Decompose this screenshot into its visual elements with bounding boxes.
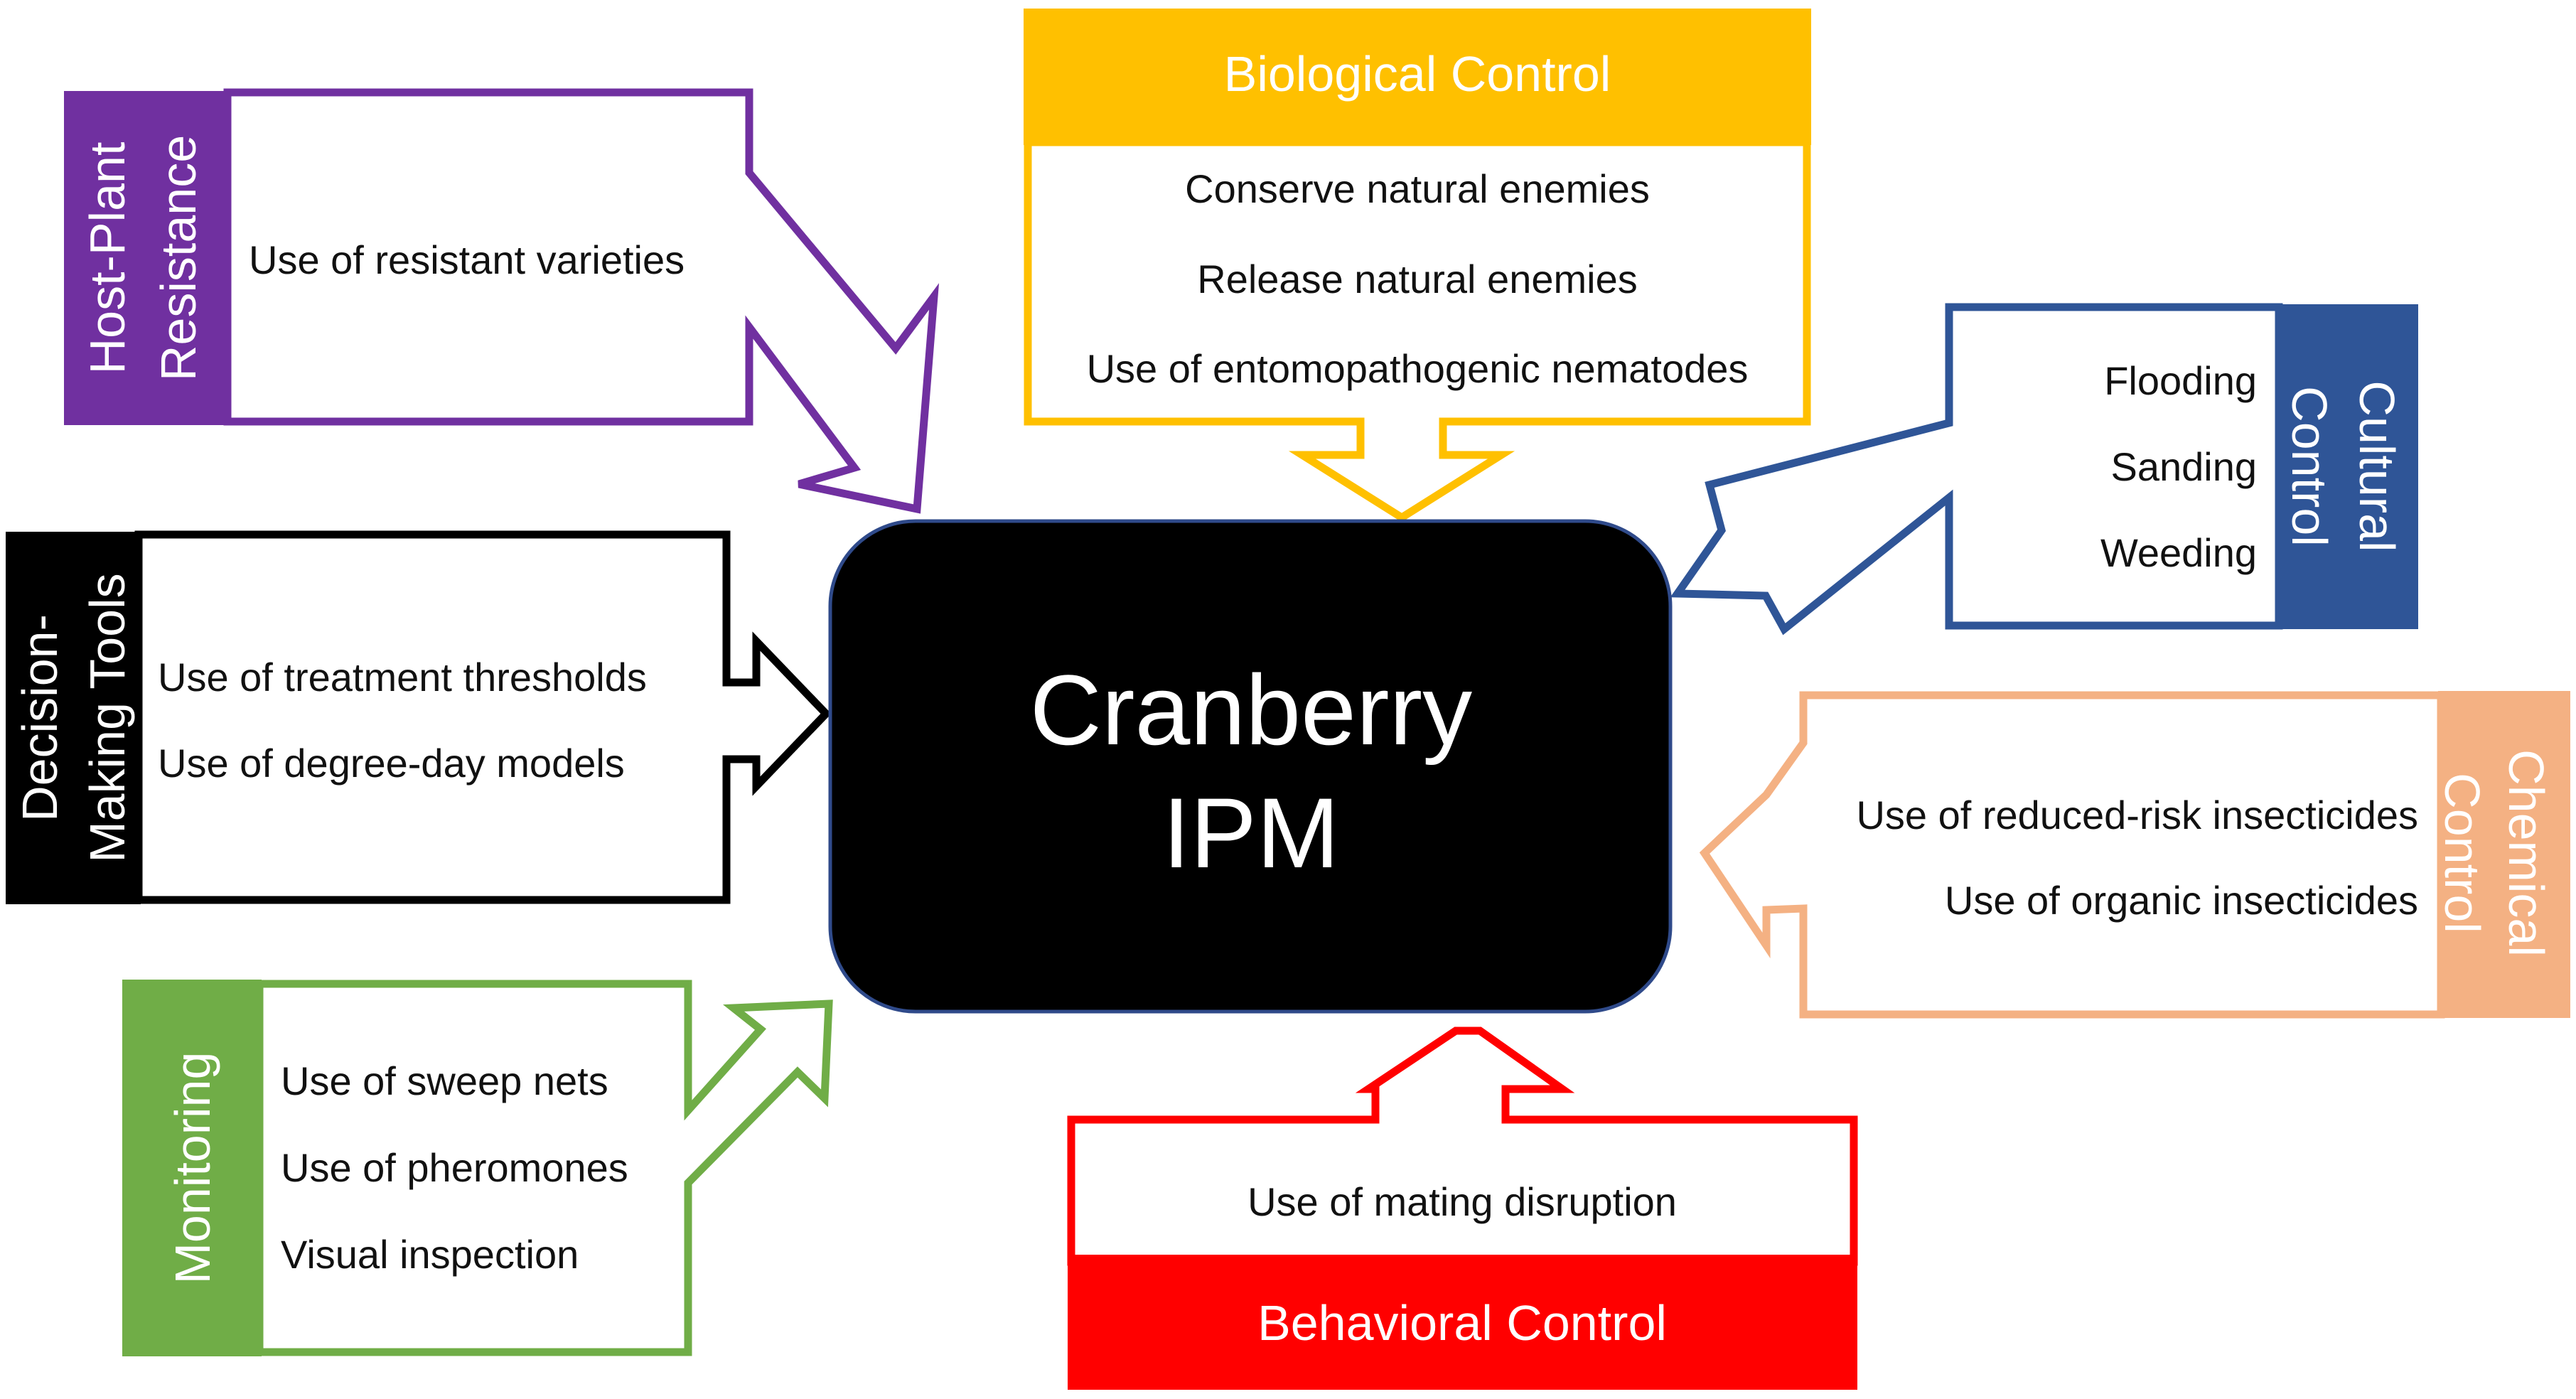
- chemical-item-1: Use of reduced-risk insecticides: [1856, 793, 2418, 837]
- behavioral-arrow: [1071, 1091, 1375, 1120]
- host-plant-title-line2: Resistance: [151, 135, 206, 381]
- behavioral-title-band: [1068, 1255, 1857, 1390]
- host-plant-title-line1: Host-Plant: [80, 142, 135, 375]
- decision-title-line2: Making Tools: [80, 573, 135, 862]
- behavioral-callout-outline: [1071, 1091, 1375, 1120]
- cultural-item-1: Flooding: [2104, 358, 2257, 403]
- monitoring-item-2: Use of pheromones: [281, 1145, 628, 1190]
- decision-arrow-callout: [134, 530, 832, 904]
- monitoring-title: Monitoring: [165, 1052, 220, 1285]
- monitoring-title-band: [122, 980, 262, 1356]
- behavioral-control-group: Behavioral Control Use of mating disrupt…: [1067, 1027, 1858, 1390]
- host-plant-item: Use of resistant varieties: [249, 237, 685, 282]
- behavioral-arrow-callout-shape: [1071, 1091, 1375, 1120]
- biological-title: Biological Control: [1224, 46, 1611, 102]
- decision-item-1: Use of treatment thresholds: [158, 655, 647, 700]
- behavioral-box-arrow: [1071, 1091, 1375, 1120]
- behavioral-shape: [1071, 1091, 1375, 1120]
- behavioral-arrow-callout: [1071, 1088, 1375, 1120]
- biological-control-group: Biological Control Conserve natural enem…: [1024, 9, 1811, 522]
- cultural-title-line2: Control: [2282, 386, 2337, 547]
- behavioral-arrow-box: [1071, 1089, 1372, 1120]
- chemical-item-2: Use of organic insecticides: [1945, 878, 2418, 923]
- chemical-arrow-callout: [1699, 691, 2445, 1019]
- monitoring-main-shape: [255, 980, 833, 1356]
- monitoring-item-1: Use of sweep nets: [281, 1058, 608, 1103]
- cultural-item-2: Sanding: [2110, 444, 2257, 489]
- chemical-title-line2: Control: [2435, 773, 2490, 933]
- host-plant-arrow-callout: [223, 88, 940, 514]
- chemical-title-line1: Chemical: [2499, 749, 2554, 957]
- monitoring-item-3: Visual inspection: [281, 1232, 579, 1277]
- monitoring-group: Monitoring Use of sweep nets Use of pher…: [122, 980, 833, 1356]
- decision-item-2: Use of degree-day models: [158, 741, 625, 786]
- decision-title-band: [6, 532, 141, 904]
- cultural-title-line1: Cultural: [2349, 380, 2405, 552]
- behavioral-final-shape: [1067, 1027, 1858, 1266]
- host-plant-resistance-group: Host-Plant Resistance Use of resistant v…: [64, 88, 940, 514]
- biological-item-1: Conserve natural enemies: [1185, 166, 1650, 211]
- decision-tools-group: Decision- Making Tools Use of treatment …: [6, 530, 832, 904]
- center-title-line2: IPM: [1163, 777, 1340, 889]
- cultural-item-3: Weeding: [2100, 530, 2257, 575]
- decision-title-line1: Decision-: [12, 614, 68, 822]
- biological-item-2: Release natural enemies: [1197, 257, 1637, 301]
- biological-item-3: Use of entomopathogenic nematodes: [1087, 346, 1749, 391]
- behavioral-outline: [1071, 1091, 1375, 1120]
- behavioral-title: Behavioral Control: [1257, 1295, 1667, 1351]
- chemical-title-band: [2438, 691, 2570, 1018]
- behavioral-item: Use of mating disruption: [1247, 1179, 1677, 1224]
- center-title-line1: Cranberry: [1030, 654, 1472, 766]
- biological-arrow-callout: [1024, 138, 1811, 522]
- cultural-control-group: Cultural Control Flooding Sanding Weedin…: [1670, 303, 2418, 636]
- cultural-title-band: [2276, 304, 2418, 629]
- biological-title-band: [1024, 9, 1811, 145]
- center-box: [828, 519, 1673, 1014]
- behavioral-shape-outline: [1071, 1091, 1375, 1120]
- center-node: Cranberry IPM: [828, 519, 1673, 1014]
- behavioral-main-callout: [1071, 1091, 1375, 1120]
- host-plant-title-band: [64, 91, 227, 425]
- behavioral-main-shape: [1071, 1091, 1375, 1120]
- behavioral-box-outline: [1071, 1091, 1375, 1120]
- chemical-control-group: Chemical Control Use of reduced-risk ins…: [1699, 691, 2570, 1019]
